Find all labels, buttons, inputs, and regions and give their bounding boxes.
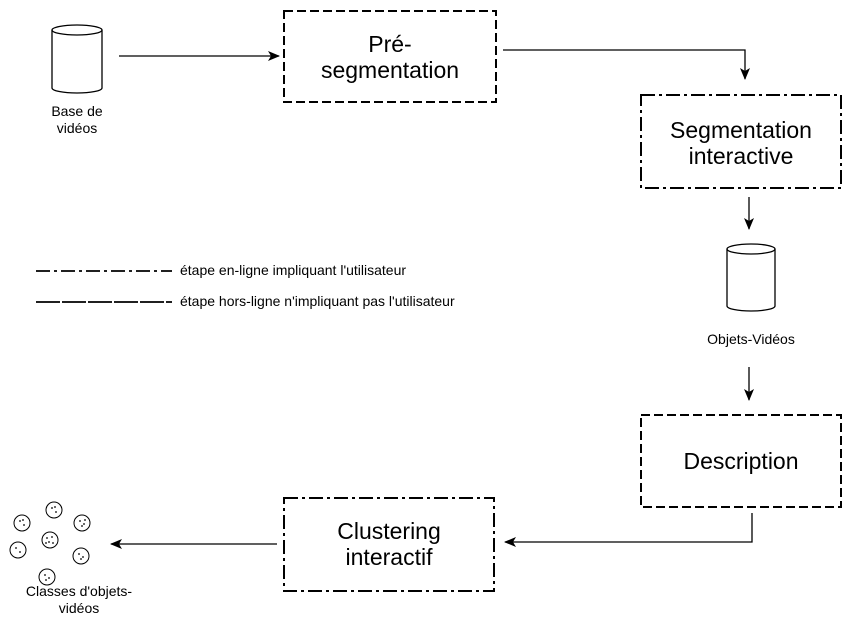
classes-label-line1: Classes d'objets- [25, 583, 133, 599]
pre-segmentation-line2: segmentation [320, 57, 460, 83]
segmentation-interactive-line2: interactive [688, 143, 794, 169]
segmentation-interactive-box [640, 94, 842, 189]
pre-segmentation-box [283, 10, 497, 103]
base-videos-label: Base de vidéos [27, 103, 127, 137]
objets-videos-database-icon [726, 243, 776, 312]
base-videos-label-line2: vidéos [56, 120, 98, 136]
legend-offline-text: étape hors-ligne n'impliquant pas l'util… [180, 293, 455, 309]
arrow-presegmentation-to-segmentation [503, 49, 750, 80]
clustering-interactif-line2: interactif [345, 544, 433, 570]
segmentation-interactive-line1: Segmentation [670, 117, 812, 143]
arrow-description-to-clustering [504, 513, 753, 547]
clusters-icon [9, 501, 91, 586]
description-label: Description [683, 448, 799, 474]
classes-label-line2: vidéos [58, 600, 100, 616]
base-videos-database-icon [51, 24, 103, 94]
clustering-interactif-line1: Clustering [337, 518, 441, 544]
pre-segmentation-line1: Pré- [368, 31, 412, 57]
objets-videos-label: Objets-Vidéos [707, 331, 795, 347]
legend-online-text: étape en-ligne impliquant l'utilisateur [180, 262, 407, 278]
clustering-interactif-box [283, 497, 495, 592]
base-videos-label-line1: Base de [51, 103, 103, 119]
pre-segmentation-label: Pré- segmentation [284, 31, 496, 83]
segmentation-interactive-label: Segmentation interactive [641, 117, 841, 169]
classes-label: Classes d'objets- vidéos [0, 583, 158, 617]
description-box [640, 414, 842, 508]
clustering-interactif-label: Clustering interactif [284, 518, 494, 570]
cluster-dots [15, 506, 86, 581]
